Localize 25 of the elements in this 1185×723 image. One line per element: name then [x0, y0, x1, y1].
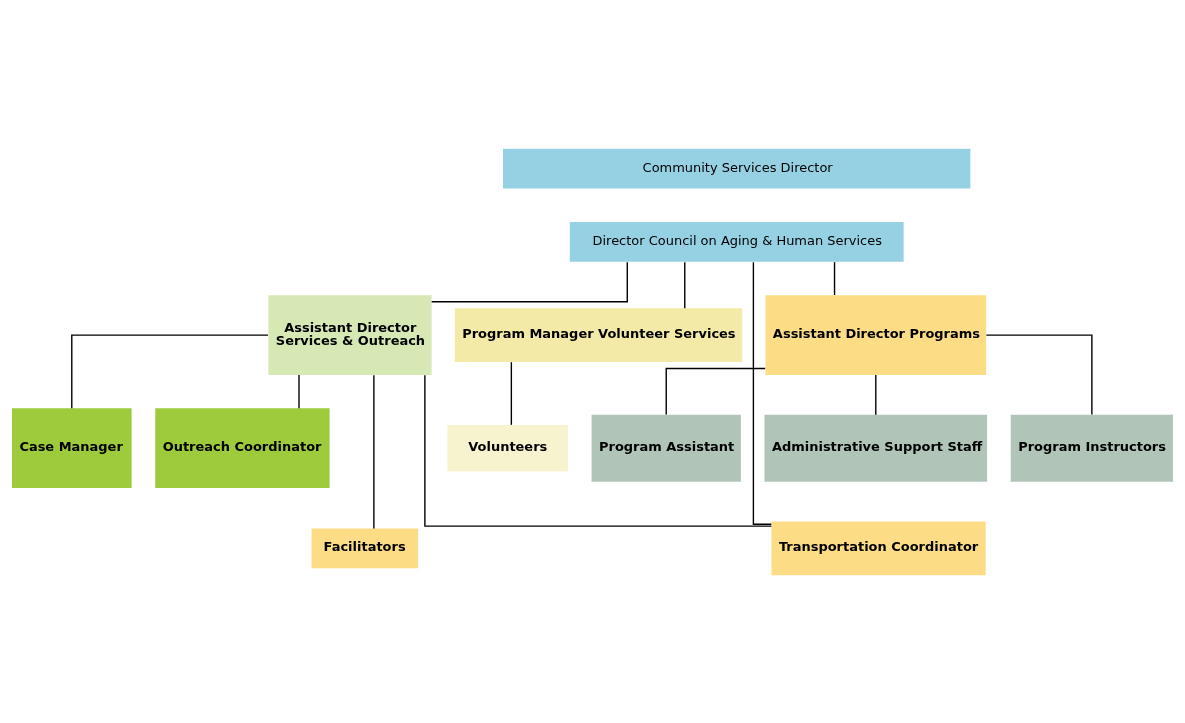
node-box: Transportation Coordinator — [771, 521, 986, 575]
node-box: Outreach Coordinator — [155, 407, 330, 488]
connector — [510, 361, 513, 425]
node-box: Assistant Director Programs — [765, 294, 987, 375]
connector — [424, 373, 773, 527]
connector — [298, 373, 300, 409]
connector — [71, 333, 269, 409]
connector — [684, 260, 686, 309]
node-box: Facilitators — [311, 527, 419, 568]
connector — [985, 333, 1093, 415]
connector — [875, 373, 877, 415]
node-box: Assistant Director Services & Outreach — [268, 294, 432, 375]
node-box: Case Manager — [12, 407, 132, 488]
connector — [373, 374, 375, 529]
connector — [752, 261, 773, 525]
node-box: Director Council on Aging & Human Services — [569, 221, 904, 262]
connector — [431, 260, 628, 302]
node-box: Community Services Director — [503, 148, 971, 189]
connector — [665, 367, 766, 415]
node-box: Volunteers — [447, 424, 568, 471]
node-box: Administrative Support Staff — [764, 414, 988, 482]
node-box: Program Instructors — [1010, 414, 1173, 482]
node-box: Program Assistant — [591, 414, 741, 482]
connector — [833, 260, 836, 296]
node-box: Program Manager Volunteer Services — [454, 307, 743, 362]
